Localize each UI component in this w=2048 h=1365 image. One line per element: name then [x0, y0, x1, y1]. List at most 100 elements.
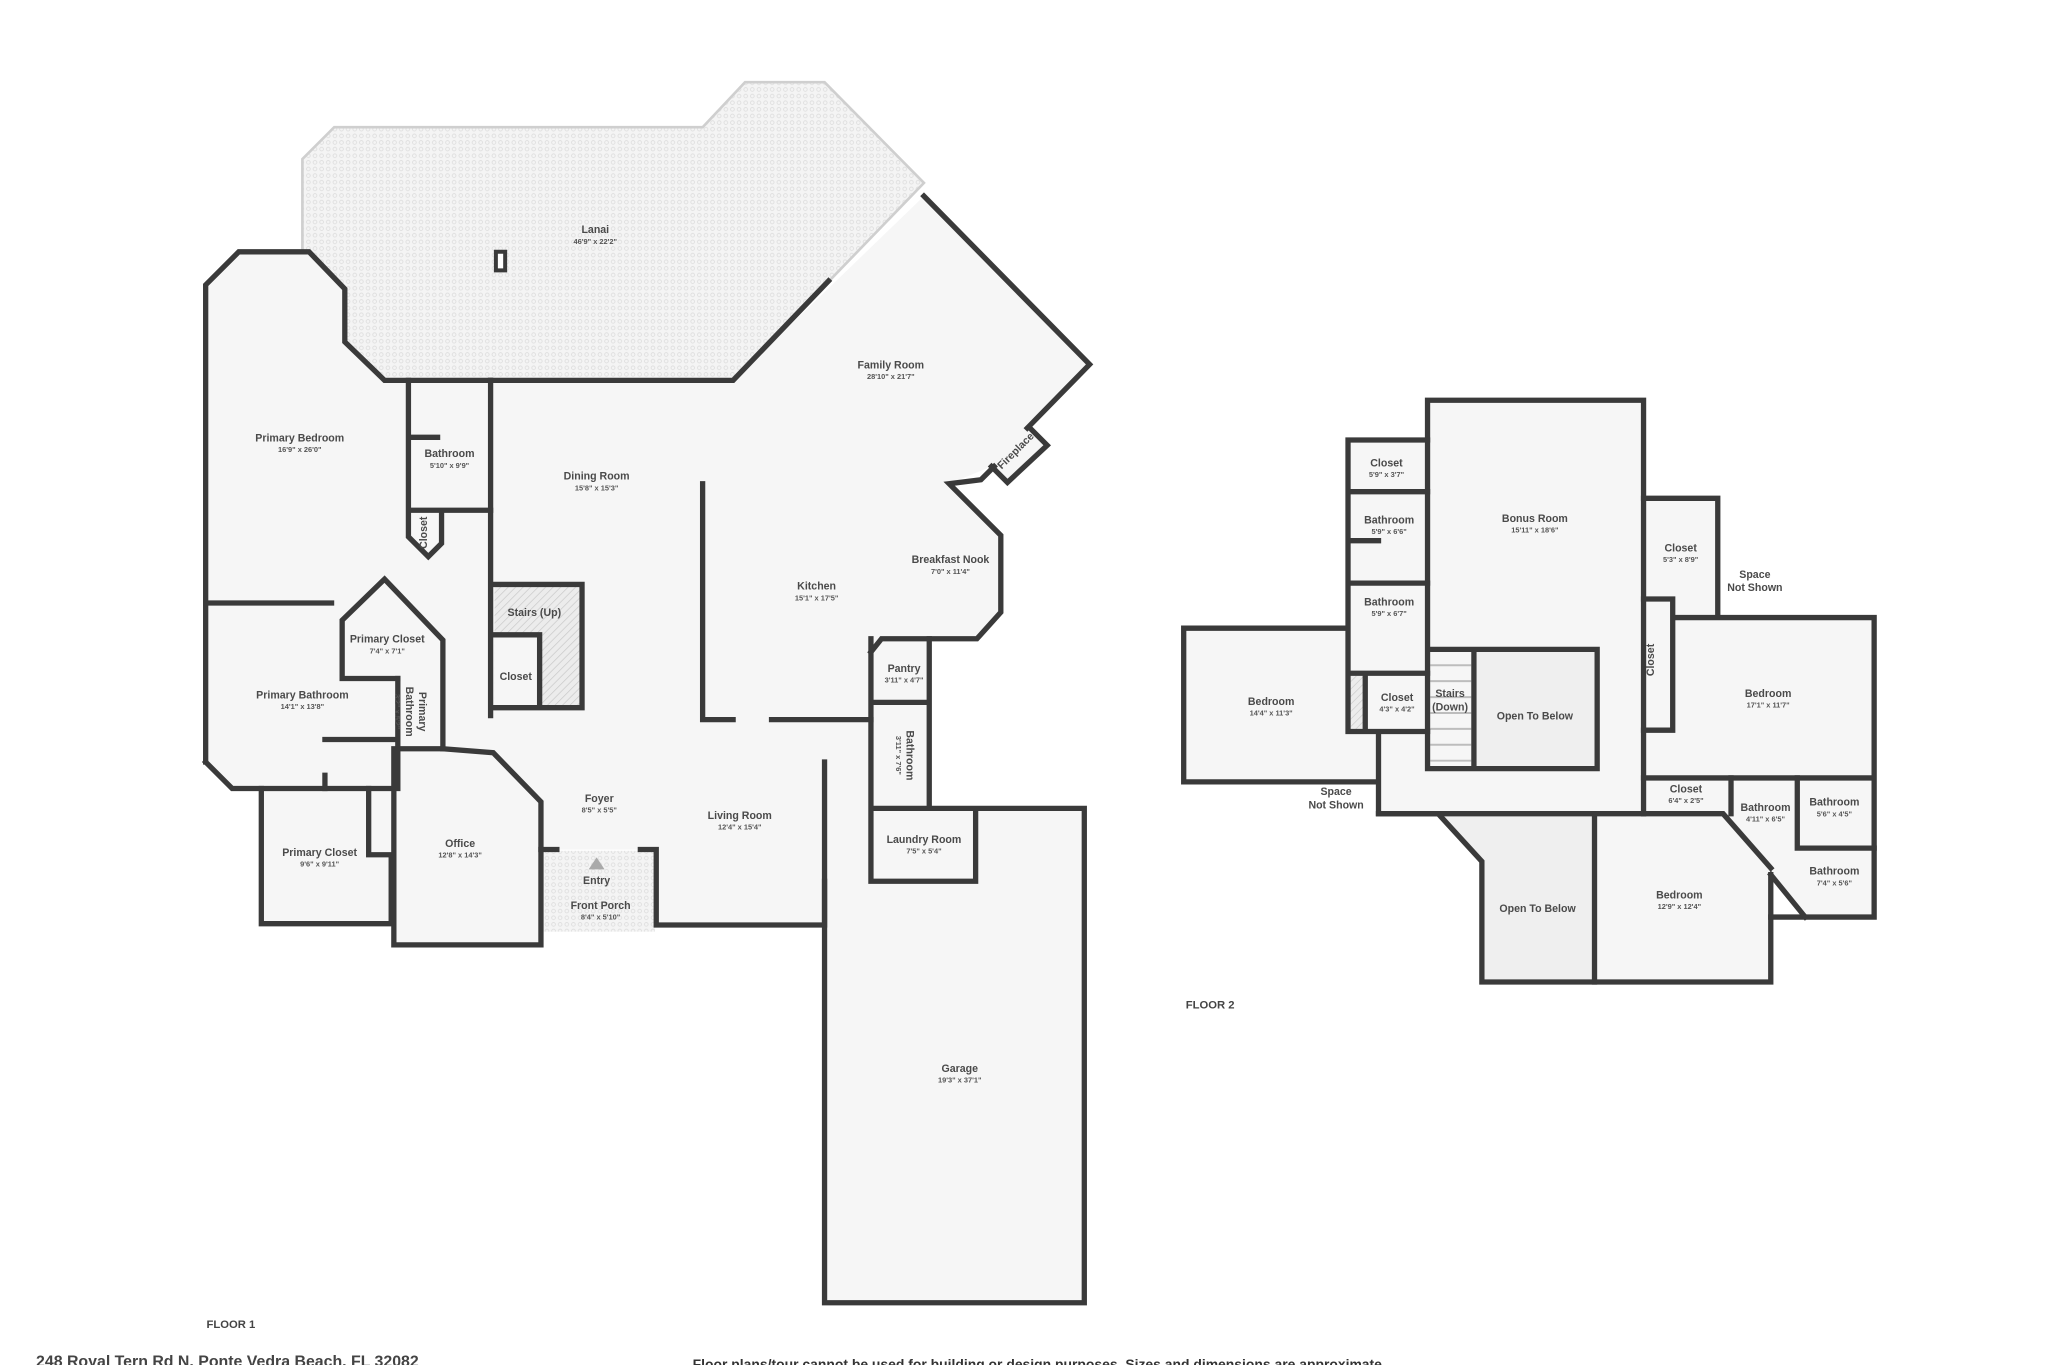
- wall: [867, 192, 1094, 656]
- wall: [201, 600, 397, 792]
- room-name: Closet: [1381, 692, 1414, 704]
- room-name: Laundry Room: [887, 834, 962, 846]
- wall: [258, 745, 544, 948]
- room-name: Bedroom: [1745, 688, 1792, 700]
- room-name: Space: [1320, 786, 1351, 798]
- room-name: Open To Below: [1497, 711, 1574, 723]
- wall: [487, 377, 585, 719]
- room-label: Entry: [583, 875, 610, 887]
- room-name: Stairs: [1435, 688, 1465, 700]
- room-label: Stairs (Up): [508, 607, 562, 619]
- room-name: Stairs (Up): [508, 607, 562, 619]
- stairs-hatch: [1350, 675, 1364, 732]
- room-dimensions: 7'0" x 11'4": [931, 567, 970, 576]
- room-name: Kitchen: [797, 581, 836, 593]
- room-dimensions: 8'4" x 5'10": [581, 913, 621, 922]
- stairs-down-steps: [1430, 664, 1472, 762]
- room-name: Bathroom: [1364, 514, 1414, 526]
- room-dimensions: 4'11" x 6'5": [1746, 815, 1785, 824]
- room-name: Office: [445, 838, 475, 850]
- floor-1-label: FLOOR 1: [206, 1319, 255, 1331]
- room-name: Living Room: [708, 810, 772, 822]
- room-name: Closet: [500, 671, 533, 683]
- room-dimensions: 14'1" x 13'8": [281, 702, 325, 711]
- room-dimensions: 8'5" x 5'5": [582, 805, 618, 814]
- wall: [322, 675, 401, 792]
- wall: [538, 759, 828, 928]
- room-name: Front Porch: [571, 900, 631, 912]
- room-dimensions: 12'8" x 14'3": [438, 850, 482, 859]
- room-name: Family Room: [858, 359, 925, 371]
- room-dimensions: 15'8" x 15'3": [575, 483, 619, 492]
- room-name: Bathroom: [904, 730, 916, 780]
- room-dimensions: 9'6" x 9'11": [300, 860, 339, 869]
- room-dimensions: 12'4" x 15'4": [718, 823, 762, 832]
- room-name: Primary Closet: [282, 847, 357, 859]
- disclaimer: Floor plans/tour cannot be used for buil…: [693, 1356, 1386, 1365]
- room-label: Open To Below: [1497, 711, 1574, 723]
- room-dimensions: 7'4" x 7'1": [370, 646, 406, 655]
- room-dimensions: 5'9" x 6'7": [1371, 609, 1407, 618]
- wall: [1181, 437, 1774, 985]
- room-name: Bathroom: [1364, 597, 1414, 609]
- room-name: Primary: [416, 692, 428, 732]
- room-dimensions: 5'10" x 9'9": [430, 461, 470, 470]
- wall: [405, 377, 494, 561]
- room-dimensions: 5'6" x 4'5": [1817, 809, 1853, 818]
- room-dimensions: 12'9" x 12'4": [1658, 902, 1702, 911]
- open-to-below-area: [1476, 652, 1596, 768]
- room-name: Garage: [941, 1063, 978, 1075]
- floor-1-interior: [205, 196, 1090, 1303]
- room-name: Dining Room: [564, 471, 630, 483]
- room-name: Lanai: [581, 224, 609, 236]
- room-dimensions: 4'3" x 4'2": [1379, 705, 1415, 714]
- room-dimensions: 7'5" x 5'4": [906, 846, 942, 855]
- room-name: Closet: [418, 516, 430, 549]
- room-label: Closet: [1645, 643, 1657, 676]
- room-name: Primary Closet: [350, 634, 425, 646]
- room-name: Bathroom: [1740, 802, 1790, 814]
- room-name: Bathroom: [424, 448, 474, 460]
- room-label: Closet: [500, 671, 533, 683]
- wall: [487, 277, 833, 383]
- room-name: Bedroom: [1656, 890, 1703, 902]
- room-name: Bedroom: [1248, 696, 1294, 708]
- floor-2-plan: [1181, 397, 1877, 985]
- room-dimensions: 14'4" x 11'3": [1250, 709, 1294, 718]
- room-dimensions: 17'1" x 11'7": [1747, 701, 1791, 710]
- room-name: (Down): [1432, 701, 1468, 713]
- room-name: Entry: [583, 875, 610, 887]
- room-name: Bathroom: [1809, 797, 1859, 809]
- property-address: 248 Royal Tern Rd N, Ponte Vedra Beach, …: [36, 1353, 419, 1365]
- wall: [203, 249, 494, 765]
- room-name: Open To Below: [1499, 903, 1576, 915]
- room-dimensions: 5'9" x 3'7": [1369, 470, 1405, 479]
- room-dimensions: 3'2" x 5'2": [393, 694, 402, 730]
- room-dimensions: 3'11" x 4'7": [885, 676, 924, 685]
- room-dimensions: 28'10" x 21'7": [867, 372, 915, 381]
- room-dimensions: 46'9" x 22'2": [574, 237, 618, 246]
- room-name: Primary Bathroom: [256, 689, 348, 701]
